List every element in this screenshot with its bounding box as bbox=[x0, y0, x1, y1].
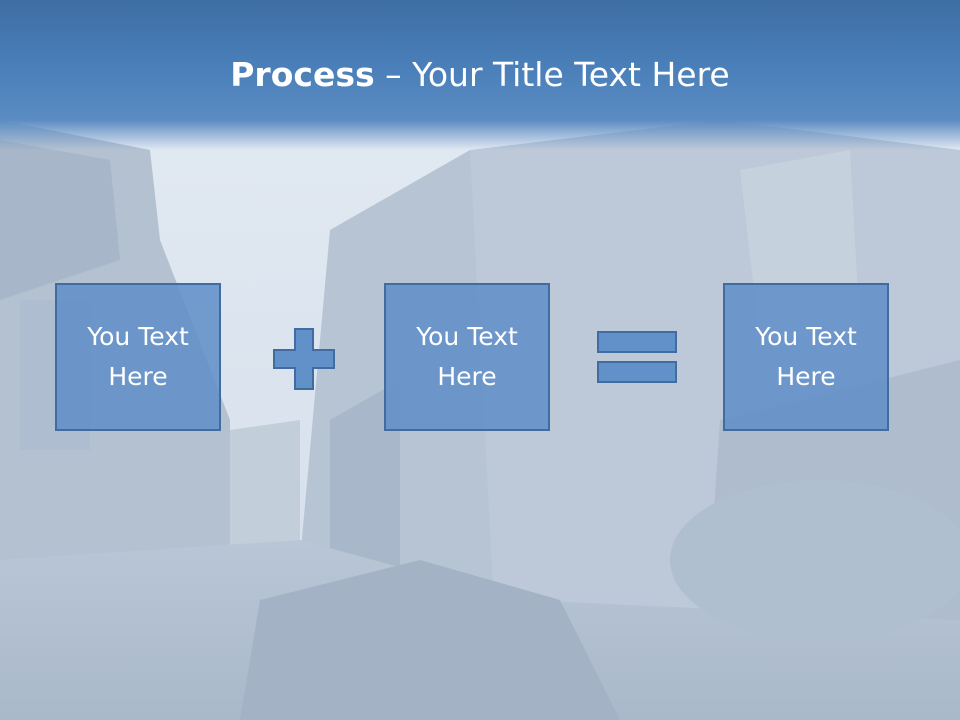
text-box-1-line1: You Text bbox=[87, 322, 189, 351]
text-box-2-content: You Text Here bbox=[416, 317, 518, 397]
equals-icon bbox=[597, 331, 677, 383]
text-box-3-line2: Here bbox=[776, 362, 836, 391]
slide-title: Process – Your Title Text Here bbox=[0, 54, 960, 96]
text-box-2-line2: Here bbox=[437, 362, 497, 391]
text-box-1-content: You Text Here bbox=[87, 317, 189, 397]
title-bold: Process bbox=[230, 55, 375, 94]
text-box-3-content: You Text Here bbox=[755, 317, 857, 397]
text-box-2[interactable]: You Text Here bbox=[384, 283, 550, 431]
text-box-2-line1: You Text bbox=[416, 322, 518, 351]
plus-icon bbox=[273, 328, 335, 390]
text-box-1[interactable]: You Text Here bbox=[55, 283, 221, 431]
text-box-3[interactable]: You Text Here bbox=[723, 283, 889, 431]
text-box-1-line2: Here bbox=[108, 362, 168, 391]
title-rest: – Your Title Text Here bbox=[374, 55, 730, 94]
title-bar bbox=[0, 0, 960, 150]
text-box-3-line1: You Text bbox=[755, 322, 857, 351]
